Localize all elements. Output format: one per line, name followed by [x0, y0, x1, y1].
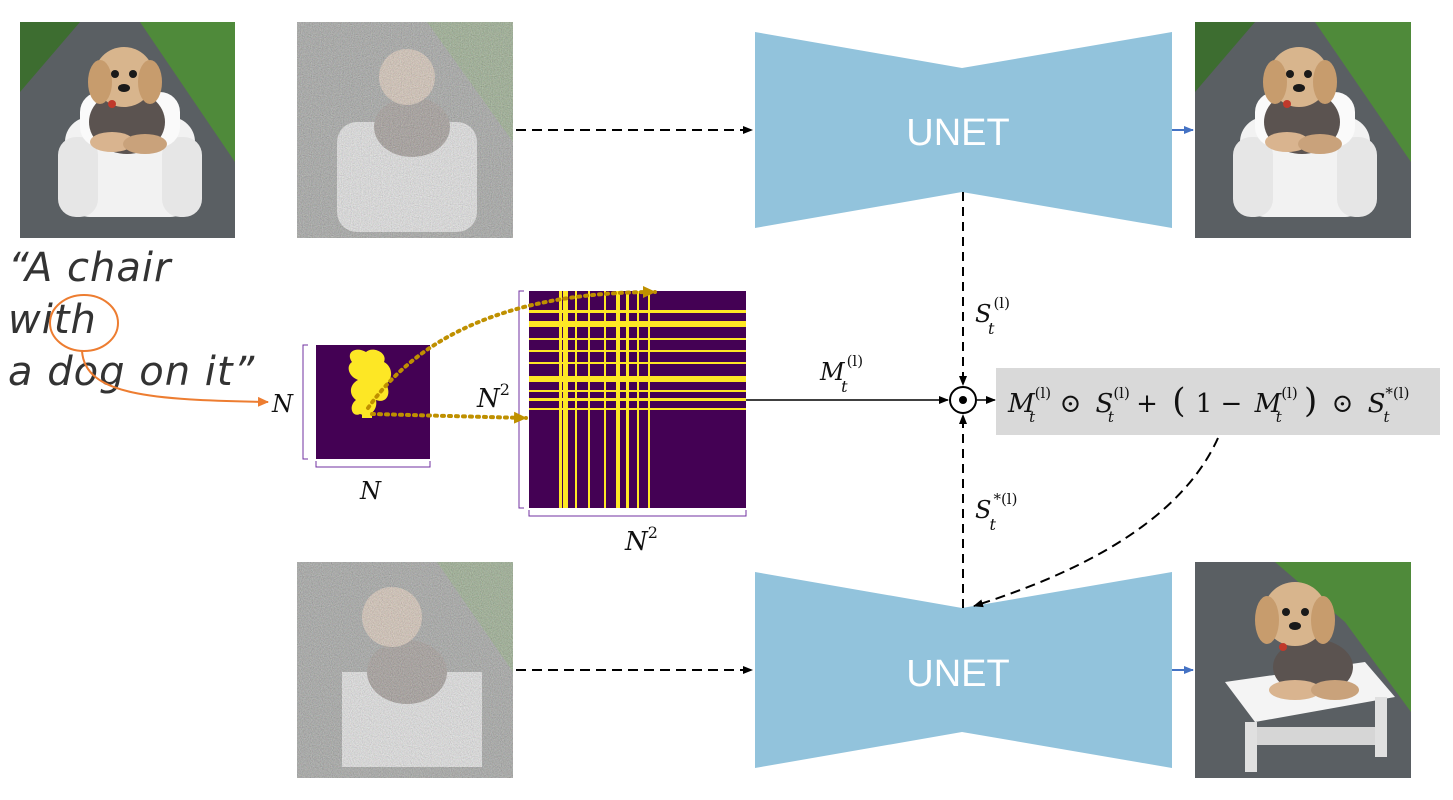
dog-word-highlight	[49, 294, 119, 352]
attn-side-label: N2	[476, 380, 510, 414]
output-image-top	[1195, 22, 1411, 238]
mask-symbol-label: M(l)t	[819, 352, 863, 396]
blend-formula: M(l)t ⊙ S(l)t + ( 1 − M(l)t ) ⊙ S*(l)t	[1007, 381, 1409, 429]
gold-arrow-upper	[366, 286, 657, 410]
prompt-highlight-word: dog	[47, 349, 126, 395]
source-image-dog-armchair	[20, 22, 235, 238]
prompt-line-1: “A chair with	[8, 245, 172, 343]
blend-formula-box: M(l)t ⊙ S(l)t + ( 1 − M(l)t ) ⊙ S*(l)t	[996, 368, 1440, 435]
gold-arrow-lower	[370, 411, 528, 424]
mask-side-label: N	[271, 390, 294, 418]
arrow-formula-to-unet-bottom	[973, 437, 1219, 608]
mask-dog-silhouette	[348, 349, 392, 418]
noisy-latent-bottom	[297, 562, 513, 778]
edited-attn-symbol-label: S*(l)t	[975, 490, 1017, 534]
odot-center-dot	[959, 396, 967, 404]
self-attention-map	[529, 291, 746, 508]
attn-bottom-bracket	[528, 510, 747, 517]
attn-bottom-label: N2	[624, 523, 658, 557]
arrow-word-to-mask	[81, 350, 269, 407]
unet-top-label: UNET	[906, 112, 1009, 154]
output-image-bottom	[1195, 562, 1411, 778]
prompt-line-2: a dog on it”	[8, 349, 256, 395]
noisy-latent-top	[297, 22, 513, 238]
unet-bottom-block	[755, 572, 1172, 768]
unet-bottom-label: UNET	[906, 653, 1009, 695]
unet-top-block	[755, 32, 1172, 228]
text-prompt: “A chair with a dog on it”	[8, 242, 268, 398]
mask-bottom-bracket	[315, 461, 431, 468]
mask-bottom-label: N	[359, 477, 382, 505]
attn-left-bracket	[518, 290, 524, 509]
mask-left-bracket	[302, 344, 308, 460]
self-attn-symbol-label: S(l)t	[975, 294, 1010, 338]
